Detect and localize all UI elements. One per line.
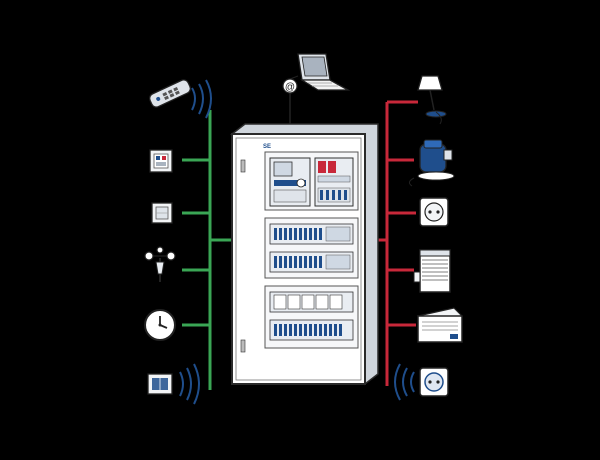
clock-icon	[144, 309, 176, 341]
remote-control-icon	[148, 79, 191, 108]
distribution-cabinet: SE	[229, 123, 379, 386]
heater-icon	[416, 307, 464, 343]
cabinet-logo: SE	[263, 144, 271, 150]
wireless-waves-remote	[191, 79, 212, 119]
laptop-icon	[297, 53, 351, 91]
lamp-icon	[417, 75, 447, 125]
at-symbol: @	[285, 82, 295, 93]
wireless-waves-switch	[179, 363, 200, 405]
input-bus	[182, 110, 232, 390]
wireless-switch-icon	[147, 373, 173, 395]
roller-shutter-icon	[413, 249, 451, 293]
wireless-socket-icon	[419, 367, 449, 397]
wall-switch-icon	[151, 202, 173, 224]
coffee-machine-icon	[408, 139, 455, 187]
wind-sensor-icon	[144, 246, 176, 282]
power-socket-icon	[419, 197, 449, 227]
wireless-waves-socket	[394, 363, 415, 401]
network-link: @	[282, 75, 299, 128]
touch-panel-icon	[149, 149, 173, 173]
output-bus	[370, 100, 418, 386]
